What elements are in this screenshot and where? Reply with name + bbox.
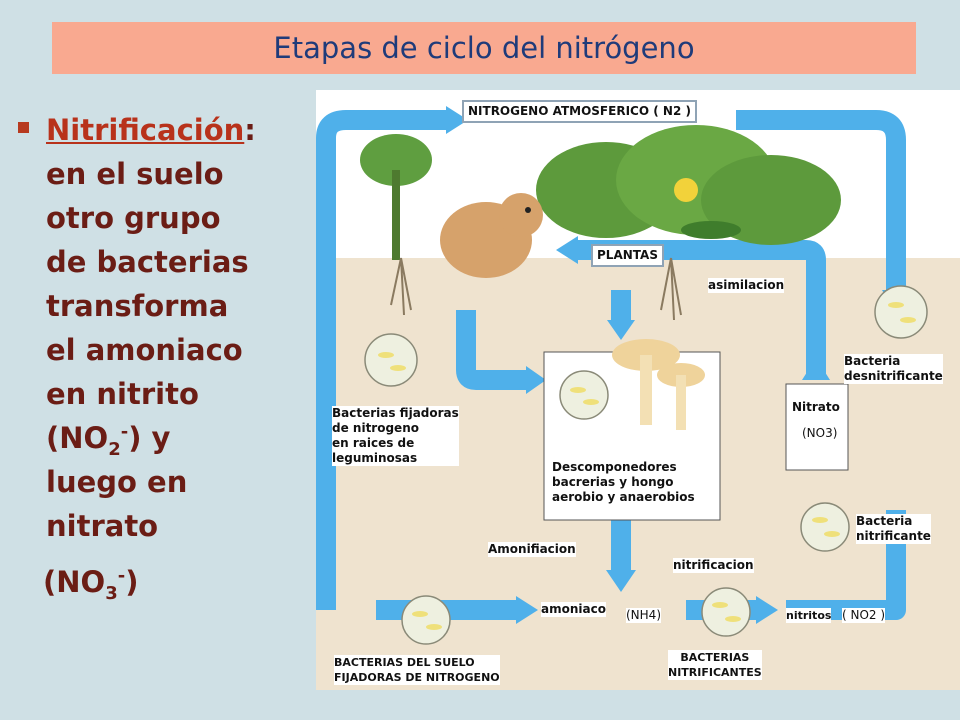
no3-label: (NO3): [802, 426, 838, 441]
bullet-line: de bacterias: [46, 245, 249, 279]
bullet-line: en el suelo: [46, 157, 224, 191]
bullet-line-no2: (NO2-) y: [46, 416, 308, 460]
label-line: de nitrogeno: [332, 421, 419, 435]
nitrogen-cycle-diagram: NITROGENO ATMOSFERICO ( N2 ) PLANTAS asi…: [316, 90, 960, 690]
nitrificacion-label: nitrificacion: [673, 558, 754, 573]
nitritos-label: nitritos: [786, 608, 832, 623]
arrow-left-up: [316, 110, 446, 610]
title-bar: Etapas de ciclo del nitrógeno: [52, 22, 916, 74]
no3-subscript: 3: [105, 582, 118, 604]
no2-prefix: (NO: [46, 421, 109, 455]
plantas-label: PLANTAS: [591, 244, 664, 267]
bullet-line: transforma: [46, 289, 229, 323]
decomposers-label: Descomponedores bacrerias y hongo aerobi…: [552, 460, 695, 505]
bullet-line: nitrato: [46, 509, 159, 543]
bullet-line: en nitrito: [46, 377, 199, 411]
arrowhead: [526, 366, 546, 394]
bullet-item: Nitrificación: en el suelo otro grupo de…: [8, 108, 308, 548]
bullet-body: Nitrificación: en el suelo otro grupo de…: [46, 108, 308, 548]
soil-fixing-bacteria-label: BACTERIAS DEL SUELO FIJADORAS DE NITROGE…: [334, 655, 500, 685]
nh4-label: (NH4): [626, 608, 661, 623]
arrowhead: [756, 596, 778, 624]
label-line: nitrificante: [856, 529, 931, 543]
label-line: leguminosas: [332, 451, 418, 465]
term-nitrificacion: Nitrificación: [46, 113, 245, 147]
label-line: Bacteria: [844, 354, 901, 368]
no3-superscript: -: [117, 565, 126, 587]
label-line: Bacterias fijadoras: [332, 406, 459, 420]
bacteria-cells: [378, 302, 916, 630]
amoniaco-label: amoniaco: [541, 602, 606, 617]
label-line: en raices de: [332, 436, 415, 450]
no2-label: ( NO2 ): [842, 608, 886, 623]
atmospheric-nitrogen-label: NITROGENO ATMOSFERICO ( N2 ): [462, 100, 697, 123]
cycle-arrows: [316, 110, 906, 620]
nitrifying-bacteria-label: Bacteria nitrificante: [856, 514, 931, 544]
arrow-assimilation: [576, 240, 826, 380]
bullet-line: luego en: [46, 465, 188, 499]
no2-suffix: ) y: [128, 421, 171, 455]
asimilacion-label: asimilacion: [708, 278, 785, 293]
label-line: Descomponedores: [552, 460, 677, 474]
label-line: FIJADORAS DE NITROGENO: [334, 671, 500, 684]
bullet-line-term: Nitrificación:: [46, 108, 308, 152]
bullet-square-icon: [18, 122, 29, 133]
mushrooms: [612, 339, 705, 430]
term-colon: :: [244, 113, 256, 147]
no2-superscript: -: [120, 421, 129, 443]
arrowhead: [556, 236, 578, 264]
nitrato-label: Nitrato: [792, 400, 840, 415]
gopher: [440, 193, 543, 278]
label-line: BACTERIAS DEL SUELO: [334, 656, 475, 669]
no3-prefix: (NO: [43, 565, 106, 599]
arrowhead: [606, 570, 636, 592]
arrow-right-down: [736, 110, 906, 290]
n2-text: ( N2 ): [653, 104, 691, 118]
label-line: bacrerias y hongo: [552, 475, 674, 489]
arrowhead: [516, 596, 538, 624]
final-formula: (NO3-): [43, 560, 308, 604]
label-line: desnitrificante: [844, 369, 943, 383]
denitrifying-bacteria-label: Bacteria desnitrificante: [844, 354, 943, 384]
label-line: Bacteria: [856, 514, 913, 528]
no2-subscript: 2: [108, 438, 121, 460]
label-line: NITRIFICANTES: [668, 666, 762, 679]
arrow-to-decomposers: [456, 310, 526, 390]
nitrifying-bacteria-caption: BACTERIAS NITRIFICANTES: [668, 650, 762, 680]
plant-roots: [390, 257, 682, 321]
text-panel: Nitrificación: en el suelo otro grupo de…: [8, 108, 308, 604]
plant-foliage: [360, 125, 841, 260]
arrowhead: [607, 320, 635, 340]
bullet-line: otro grupo: [46, 201, 221, 235]
no3-suffix: ): [125, 565, 139, 599]
diagram-artwork: [316, 106, 960, 690]
label-line: BACTERIAS: [680, 651, 750, 664]
bacteria-circles: [364, 285, 928, 645]
fixing-bacteria-roots-label: Bacterias fijadoras de nitrogeno en raic…: [332, 406, 459, 466]
arrowhead: [802, 358, 830, 380]
amonificacion-label: Amonifiacion: [488, 542, 576, 557]
bullet-line: el amoniaco: [46, 333, 243, 367]
label-line: aerobio y anaerobios: [552, 490, 695, 504]
atmos-text: NITROGENO ATMOSFERICO: [468, 104, 650, 118]
arrowhead: [446, 106, 468, 134]
page-title: Etapas de ciclo del nitrógeno: [273, 31, 695, 65]
